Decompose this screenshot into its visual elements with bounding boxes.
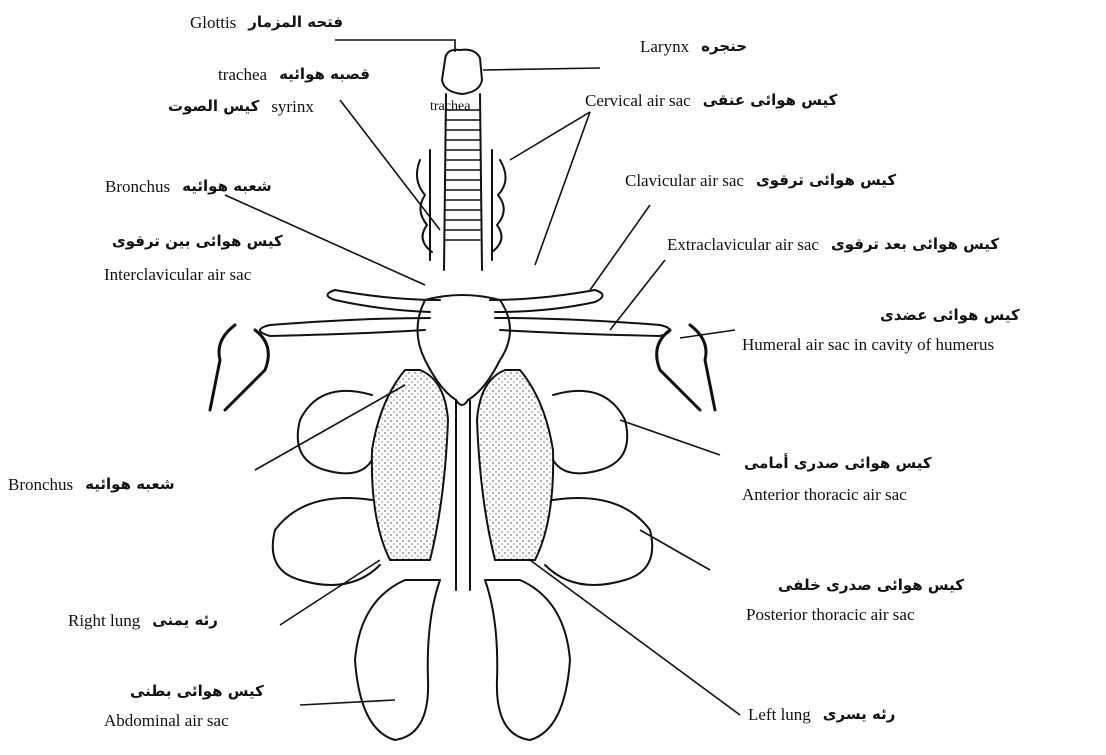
label-left-lung: Left lung رئه یسری (748, 706, 903, 723)
label-glottis-fa: فتحه المزمار (248, 15, 343, 30)
label-left-lung-fa: رئه یسری (823, 707, 896, 722)
label-right-lung-en: Right lung (68, 612, 140, 629)
label-cervical: Cervical air sac کیس هوائی عنقی (585, 92, 845, 109)
cervical-air-sac-right (492, 160, 506, 252)
anterior-thoracic-left (298, 391, 372, 473)
posterior-thoracic-left (273, 498, 380, 585)
label-extraclavicular: Extraclavicular air sac کیس هوائی بعد تر… (667, 236, 1007, 253)
label-interclavicular-en: Interclavicular air sac (104, 266, 251, 283)
trachea-rings (446, 110, 480, 240)
label-posterior-thoracic-en: Posterior thoracic air sac (746, 606, 915, 623)
label-trachea-upper: trachea (430, 100, 470, 114)
label-cervical-en: Cervical air sac (585, 92, 691, 109)
label-right-lung-fa: رئه یمنی (152, 613, 218, 628)
label-trachea-en: trachea (218, 66, 267, 83)
label-larynx-en: Larynx (640, 38, 689, 55)
label-bronchus-mid-en: Bronchus (8, 476, 73, 493)
label-bronchus-mid: Bronchus شعبه هوائیه (8, 476, 183, 493)
label-bronchus-top-en: Bronchus (105, 178, 170, 195)
abdominal-sac-right (485, 580, 570, 740)
label-left-lung-en: Left lung (748, 706, 811, 723)
label-trachea-fa: قصبه هوائیه (279, 67, 370, 82)
left-lung (477, 370, 553, 560)
label-posterior-thoracic-fa: کیس هوائی صدری خلفی (778, 578, 964, 593)
humerus-left (210, 325, 268, 410)
right-lung (372, 370, 448, 560)
leader-lines (225, 40, 740, 715)
label-clavicular-en: Clavicular air sac (625, 172, 744, 189)
extraclavicular-right (495, 318, 670, 336)
label-extraclavicular-en: Extraclavicular air sac (667, 236, 819, 253)
label-bronchus-top-fa: شعبه هوائیه (182, 179, 271, 194)
label-anterior-thoracic-en: Anterior thoracic air sac (742, 486, 907, 503)
label-cervical-fa: کیس هوائی عنقی (703, 93, 838, 108)
label-extraclavicular-fa: کیس هوائی بعد ترقوی (831, 237, 999, 252)
abdominal-sac-left (355, 580, 440, 740)
label-abdominal-fa: کیس هوائی بطنی (130, 684, 264, 699)
label-right-lung: Right lung رئه یمنی (68, 612, 226, 629)
label-anterior-thoracic-fa: کیس هوائی صدری أمامی (744, 456, 932, 471)
clavicular-sac-left (328, 290, 441, 312)
larynx-shape (442, 50, 482, 94)
label-humeral-fa: کیس هوائی عضدی (880, 308, 1020, 323)
label-humeral-en: Humeral air sac in cavity of humerus (742, 336, 994, 353)
label-interclavicular-fa: کیس هوائی بین ترقوی (112, 234, 283, 249)
label-clavicular-fa: کیس هوائی ترقوی (756, 173, 896, 188)
label-glottis-en: Glottis (190, 14, 236, 31)
label-glottis: Glottis فتحه المزمار (190, 14, 351, 31)
label-syrinx-fa: کیس الصوت (168, 99, 259, 114)
anterior-thoracic-right (553, 391, 627, 473)
label-trachea: trachea قصبه هوائیه (218, 66, 378, 83)
label-syrinx-en: syrinx (271, 98, 314, 115)
clavicular-sac-right (490, 290, 603, 312)
label-larynx-fa: حنجره (701, 39, 747, 54)
label-syrinx: کیس الصوت syrinx (168, 98, 322, 115)
label-bronchus-top: Bronchus شعبه هوائیه (105, 178, 280, 195)
posterior-thoracic-right (545, 498, 652, 585)
label-bronchus-mid-fa: شعبه هوائیه (85, 477, 174, 492)
label-abdominal-en: Abdominal air sac (104, 712, 229, 729)
label-larynx: Larynx حنجره (640, 38, 755, 55)
extraclavicular-left (260, 318, 430, 336)
label-clavicular: Clavicular air sac کیس هوائی ترقوی (625, 172, 904, 189)
